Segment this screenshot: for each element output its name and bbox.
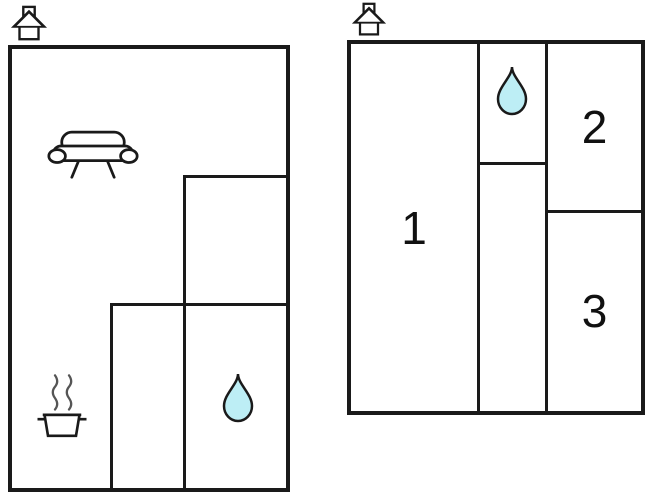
steam-line [65,374,73,411]
house-icon [10,5,48,41]
upper-floor-plan: 1 2 3 [347,40,645,415]
room-number: 3 [581,284,608,337]
interior-wall [477,44,480,411]
steam-line [51,374,59,411]
interior-wall [477,162,548,165]
interior-wall [545,210,641,213]
ground-floor-plan [8,45,290,492]
interior-wall [183,175,186,488]
interior-wall [110,303,113,488]
room-label-1: 1 [351,44,477,411]
sofa-icon [47,130,139,179]
water-drop-icon [496,66,528,116]
interior-wall [183,175,286,178]
room-label-3: 3 [548,210,641,411]
interior-wall [545,44,548,411]
room-number: 2 [581,101,608,153]
water-drop-icon [222,373,254,423]
cooking-pot-icon [37,374,87,438]
water-drop-shape [222,373,254,423]
room-number: 1 [401,201,427,254]
house-icon [351,2,387,36]
room-label-2: 2 [548,44,641,210]
water-drop-shape [496,66,528,116]
interior-wall [110,303,286,306]
